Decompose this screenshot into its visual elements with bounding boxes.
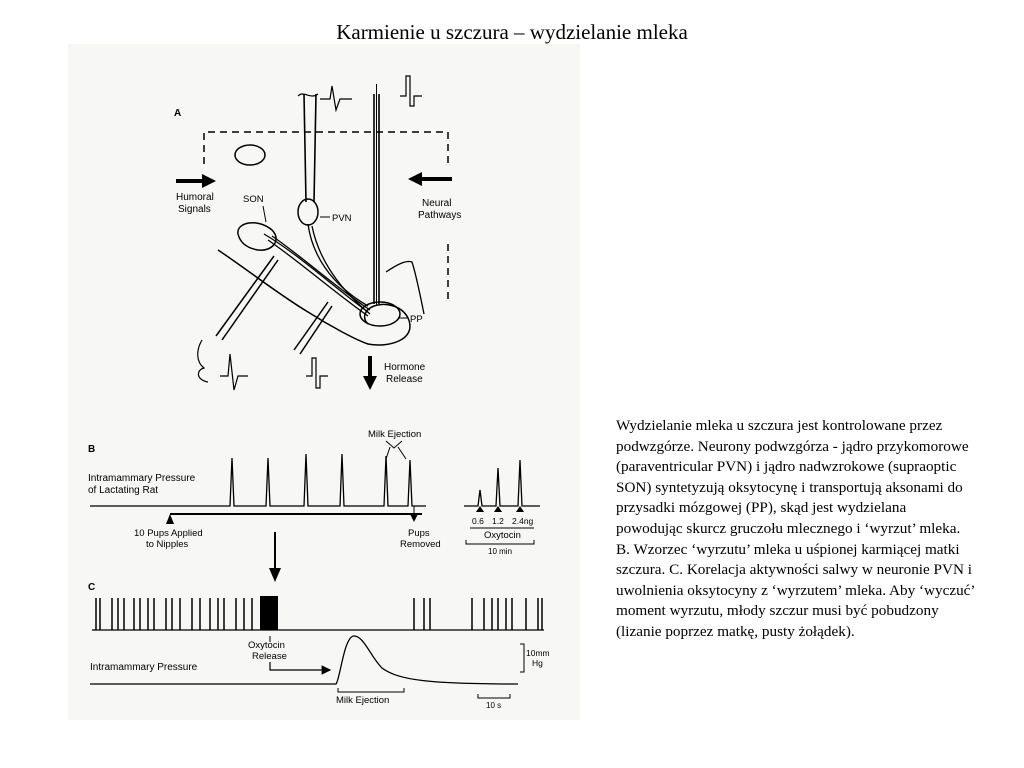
axon-tracts: [263, 223, 371, 317]
neural-label-2: Pathways: [418, 210, 461, 221]
brain-contour: [385, 260, 425, 315]
recording-wire: [197, 339, 209, 383]
posterior-pituitary: [359, 301, 401, 327]
scale-bar-c-x: [477, 694, 511, 699]
stim-trace-top: [400, 75, 422, 107]
humoral-arrow-icon: [176, 174, 216, 188]
dose-marker-1: [476, 506, 484, 512]
humoral-label-1: Humoral: [176, 192, 214, 203]
son-label: SON: [243, 194, 264, 205]
down-arrow-icon: [269, 532, 281, 582]
pvn-cell: [297, 198, 319, 226]
panel-b: B Milk Ejection Intramammary Pressure of…: [88, 429, 540, 556]
release-arrow: [269, 662, 332, 675]
pituitary-outline: [217, 249, 411, 346]
slide-title: Karmienie u szczura – wydzielanie mleka: [336, 20, 688, 44]
son-nucleus: [237, 222, 277, 251]
pups-applied-label-2: to Nipples: [146, 539, 188, 550]
figure-svg: A Humoral Signals Neural Pathways SON: [88, 75, 550, 710]
pvn-label: PVN: [332, 213, 352, 224]
caption-text: Wydzielanie mleka u szczura jest kontrol…: [616, 417, 975, 640]
pups-removed-marker: [410, 514, 418, 522]
milk-ejection-label-b: Milk Ejection: [368, 429, 421, 440]
pups-applied-label-1: 10 Pups Applied: [134, 528, 203, 539]
hormone-label-2: Release: [386, 374, 423, 385]
panel-a-letter: A: [174, 108, 181, 119]
pressure-label-b-2: of Lactating Rat: [88, 485, 158, 496]
dose-label-3: 2.4ng: [512, 516, 534, 526]
dose-marker-2: [494, 506, 502, 512]
humoral-label-2: Signals: [178, 204, 211, 215]
dose-label-2: 1.2: [492, 516, 504, 526]
hormone-arrow-icon: [363, 356, 377, 390]
scanned-figure: A Humoral Signals Neural Pathways SON: [68, 44, 580, 720]
pups-removed-label-2: Removed: [400, 539, 441, 550]
brain-boundary: [203, 131, 449, 164]
neural-label-1: Neural: [422, 198, 451, 209]
spike-trace-bottom: [220, 353, 248, 391]
stimulating-electrodes: [215, 255, 333, 355]
scale-bar-c-y: [520, 643, 525, 673]
pressure-trace-b: [90, 453, 426, 507]
scale-label-b: 10 min: [488, 547, 512, 556]
scale-bar-b: [465, 540, 535, 545]
pressure-label-c: Intramammary Pressure: [90, 662, 198, 673]
spike-raster: [95, 598, 543, 630]
dose-marker-3: [516, 506, 524, 512]
pressure-trace-c: [90, 635, 519, 685]
spike-trace-top: [320, 85, 352, 113]
dose-label-1: 0.6: [472, 516, 484, 526]
hormone-label-1: Hormone: [384, 362, 426, 373]
oxytocin-label-b: Oxytocin: [484, 530, 521, 541]
panel-b-letter: B: [88, 444, 95, 455]
pups-removed-label-1: Pups: [408, 528, 430, 539]
milk-ejection-label-c: Milk Ejection: [336, 695, 389, 706]
scale-label-c-y-2: Hg: [532, 658, 543, 668]
oxytocin-response-trace: [464, 459, 540, 507]
pressure-label-b-1: Intramammary Pressure: [88, 473, 196, 484]
panel-a: A Humoral Signals Neural Pathways SON: [174, 75, 461, 391]
scale-label-c-y-1: 10mm: [526, 648, 550, 658]
oxy-release-label-1: Oxytocin: [248, 640, 285, 651]
panel-c-letter: C: [88, 582, 95, 593]
neural-arrow-icon: [408, 172, 452, 186]
pp-label: PP: [410, 314, 423, 325]
ventricle-shape: [234, 144, 266, 166]
recording-electrodes: [297, 84, 380, 306]
oxy-release-label-2: Release: [252, 651, 287, 662]
scale-label-c-x: 10 s: [486, 701, 501, 710]
panel-c: C Oxytocin Release Intramammary Pressu: [88, 582, 550, 710]
burst-block: [260, 596, 278, 630]
stim-trace-bottom: [306, 357, 328, 389]
